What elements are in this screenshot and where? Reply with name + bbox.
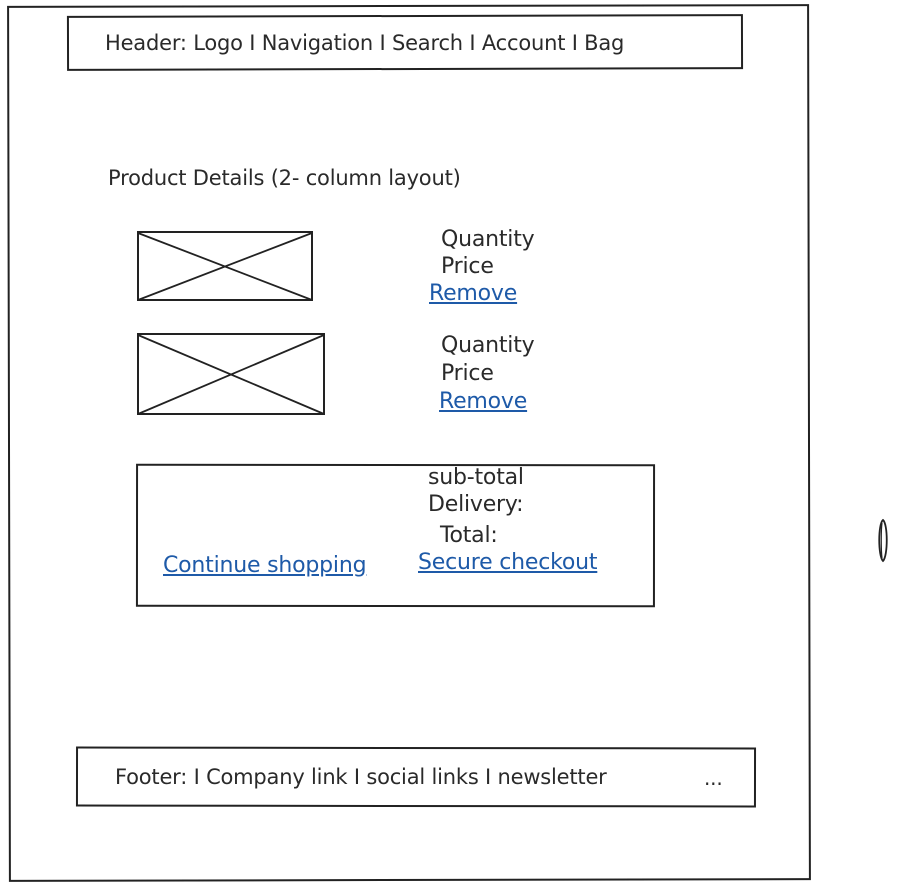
item-1-quantity: Quantity xyxy=(441,227,535,252)
scroll-handle-icon[interactable] xyxy=(876,518,890,563)
order-summary-box xyxy=(135,463,656,608)
header-text: Header: Logo I Navigation I Search I Acc… xyxy=(105,31,625,55)
total-label: Total: xyxy=(440,523,498,548)
product-details-title: Product Details (2- column layout) xyxy=(108,166,461,190)
secure-checkout-link[interactable]: Secure checkout xyxy=(418,550,598,575)
footer-text: Footer: I Company link I social links I … xyxy=(115,765,607,789)
product-image-placeholder-2 xyxy=(137,333,325,415)
item-1-remove-link[interactable]: Remove xyxy=(429,281,518,306)
footer-ellipsis: ... xyxy=(704,766,723,790)
delivery-label: Delivery: xyxy=(428,492,524,517)
item-1-price: Price xyxy=(441,254,494,279)
subtotal-label: sub-total xyxy=(428,465,524,490)
item-2-price: Price xyxy=(441,361,494,386)
continue-shopping-link[interactable]: Continue shopping xyxy=(163,553,367,578)
item-2-quantity: Quantity xyxy=(441,333,535,358)
product-image-placeholder-1 xyxy=(137,231,313,301)
item-2-remove-link[interactable]: Remove xyxy=(439,389,528,414)
